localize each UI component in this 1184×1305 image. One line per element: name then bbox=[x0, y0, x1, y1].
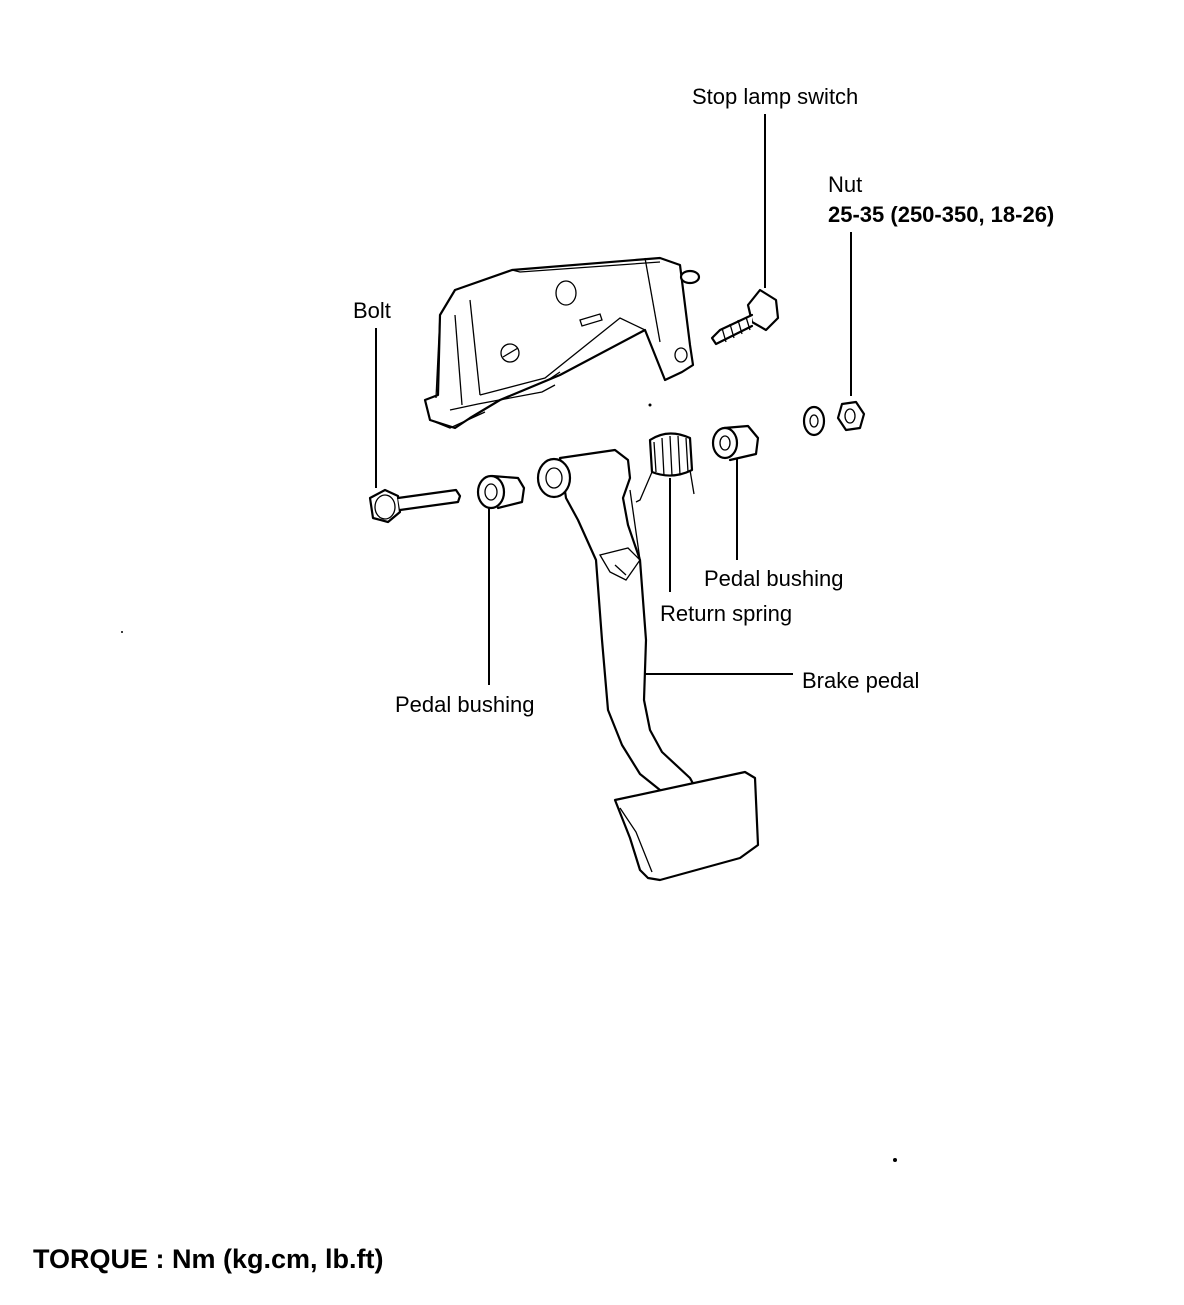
small-washer bbox=[679, 269, 701, 285]
speck-mark bbox=[648, 403, 652, 407]
label-nut-torque: 25-35 (250-350, 18-26) bbox=[828, 202, 1055, 227]
label-stop-lamp-switch: Stop lamp switch bbox=[692, 84, 859, 109]
nut-part bbox=[802, 400, 866, 437]
stop-lamp-switch-part bbox=[710, 288, 780, 346]
label-return-spring: Return spring bbox=[660, 601, 793, 626]
brake-pedal-part bbox=[536, 448, 760, 882]
pedal-bracket bbox=[423, 256, 695, 430]
speck-mark bbox=[893, 1158, 897, 1162]
pedal-bushing-left-part bbox=[476, 474, 526, 510]
label-pedal-bushing-left: Pedal bushing bbox=[395, 692, 535, 717]
bolt-part bbox=[368, 488, 462, 524]
label-brake-pedal: Brake pedal bbox=[802, 668, 920, 693]
label-nut: Nut bbox=[828, 172, 863, 197]
speck-mark bbox=[121, 631, 123, 633]
pedal-bushing-right-part bbox=[711, 424, 760, 462]
torque-units-note: TORQUE : Nm (kg.cm, lb.ft) bbox=[33, 1244, 384, 1274]
return-spring-part bbox=[635, 432, 695, 503]
label-pedal-bushing-right: Pedal bushing bbox=[704, 566, 844, 591]
label-bolt: Bolt bbox=[353, 298, 391, 323]
